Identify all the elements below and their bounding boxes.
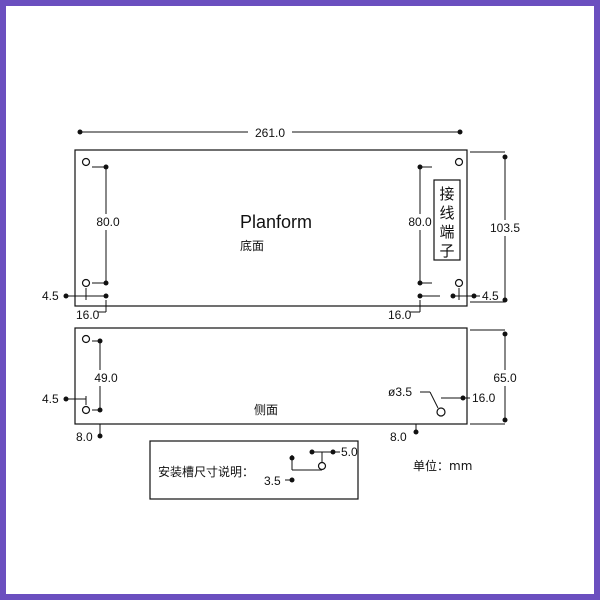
dimension-marker [457, 129, 463, 135]
dimension-marker [502, 154, 508, 160]
side-subtitle: 侧面 [254, 403, 278, 417]
right-edge-offset-label: 4.5 [482, 289, 499, 303]
side-left-bottom-label: 8.0 [76, 430, 93, 444]
dimension-marker [289, 477, 295, 483]
side-view: 65.0 49.0 4.5 8.0 8.0 侧面 ø3.5 16.0 [42, 327, 521, 444]
side-hole [436, 407, 446, 417]
right-bottom-offset-label: 16.0 [388, 308, 412, 322]
terminal-label-char: 线 [439, 204, 454, 222]
side-left-edge-label: 4.5 [42, 392, 59, 406]
mounting-hole [81, 278, 91, 288]
dimension-marker [417, 280, 423, 286]
dimension-marker [289, 455, 295, 461]
dimension-marker [63, 396, 69, 402]
hole-diameter-label: ø3.5 [388, 385, 412, 399]
dimension-marker [309, 449, 315, 455]
slot-note-label: 安装槽尺寸说明： [158, 464, 254, 479]
mounting-hole [81, 157, 91, 167]
dimension-marker [103, 280, 109, 286]
mounting-hole [454, 278, 464, 288]
dimension-marker [97, 338, 103, 344]
dimension-marker [97, 407, 103, 413]
dimension-marker [103, 164, 109, 170]
dimension-marker [460, 395, 466, 401]
dimension-marker [63, 293, 69, 299]
slot-note: 安装槽尺寸说明： 5.0 3.5 [149, 440, 359, 500]
slot-hole [317, 461, 327, 471]
side-outline [74, 327, 468, 425]
leader-line [429, 391, 439, 409]
side-spacing-label: 49.0 [94, 371, 118, 385]
dimension-marker [502, 417, 508, 423]
side-right-bottom-label: 8.0 [390, 430, 407, 444]
left-edge-offset-label: 4.5 [42, 289, 59, 303]
planform-view: 261.0 103.5 80.0 4.5 16.0 Planform 底面 [42, 124, 523, 322]
side-height-label: 65.0 [493, 371, 517, 385]
left-bottom-offset-label: 16.0 [76, 308, 100, 322]
dimension-marker [103, 293, 109, 299]
terminal-label-char: 端 [439, 223, 454, 241]
planform-width-label: 261.0 [255, 126, 285, 140]
dimension-marker [502, 297, 508, 303]
hole-offset-label: 16.0 [472, 391, 496, 405]
dimension-marker [417, 164, 423, 170]
units-label: 单位：mm [413, 458, 472, 473]
terminal-block [433, 179, 461, 261]
terminal-label-char: 子 [439, 242, 454, 260]
slot-width-label: 5.0 [341, 445, 358, 459]
dimension-marker [413, 429, 419, 435]
planform-title: Planform [240, 212, 312, 232]
dimension-marker [417, 293, 423, 299]
right-hole-spacing-label: 80.0 [408, 215, 432, 229]
terminal-label-char: 接 [439, 185, 454, 203]
left-hole-spacing-label: 80.0 [96, 215, 120, 229]
mounting-hole [454, 157, 464, 167]
planform-outline [74, 149, 468, 307]
mounting-hole [81, 405, 91, 415]
dimension-marker [450, 293, 456, 299]
dimension-marker [471, 293, 477, 299]
planform-height-label: 103.5 [490, 221, 520, 235]
dimension-marker [502, 331, 508, 337]
slot-note-box [149, 440, 359, 500]
slot-height-label: 3.5 [264, 474, 281, 488]
dimension-marker [97, 433, 103, 439]
mounting-hole [81, 334, 91, 344]
planform-subtitle: 底面 [240, 238, 264, 253]
dimension-marker [77, 129, 83, 135]
dimension-marker [330, 449, 336, 455]
